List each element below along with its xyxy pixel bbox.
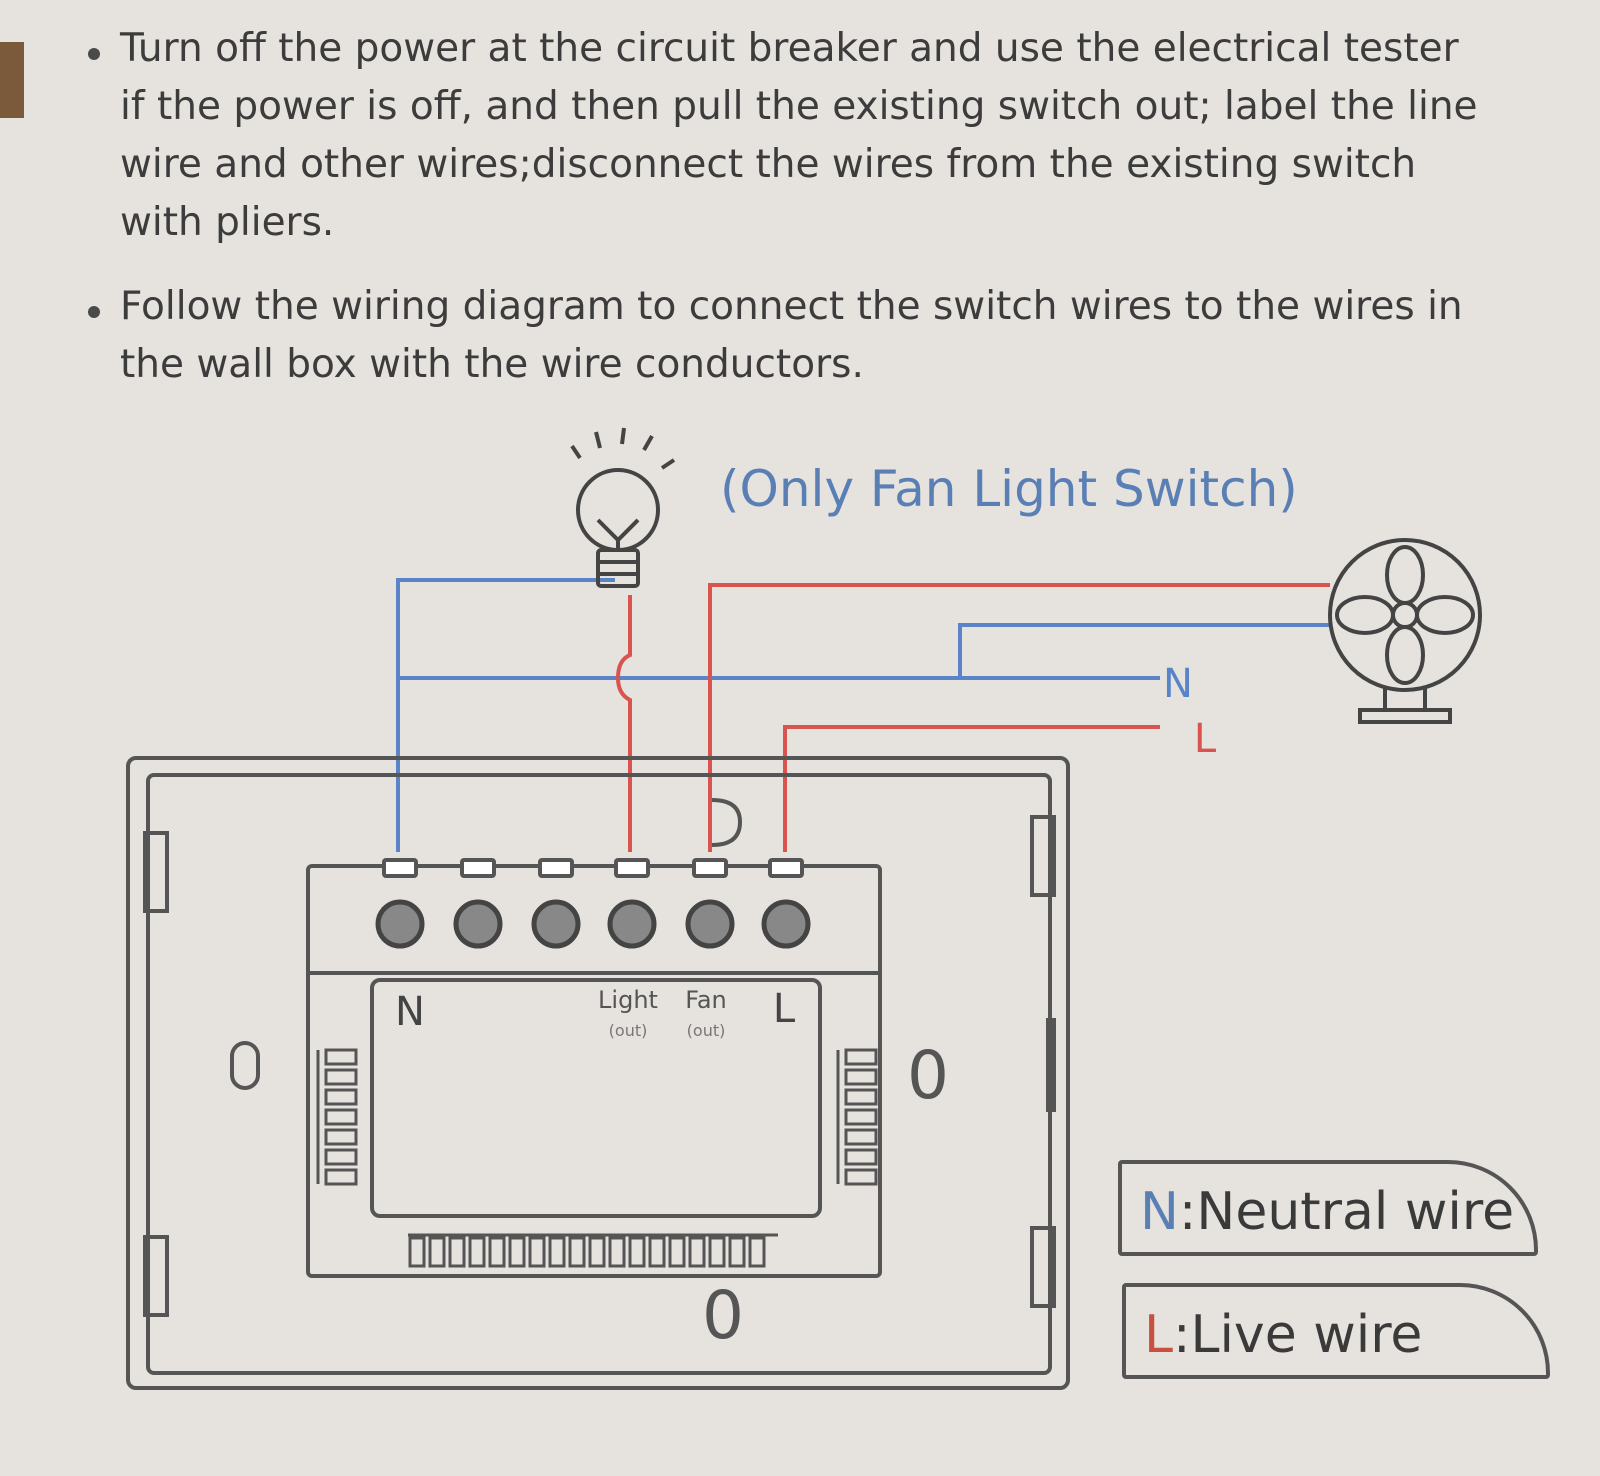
bullet-icon	[88, 306, 100, 318]
vent-slots-right	[836, 1048, 878, 1186]
legend-live-text: :Live wire	[1172, 1305, 1423, 1365]
terminal-screws	[375, 899, 811, 949]
neutral-wire-fan-branch	[958, 623, 1330, 678]
bulb-icon	[570, 427, 676, 588]
page-tab-marker	[0, 42, 24, 118]
diagram-subtitle: (Only Fan Light Switch)	[720, 460, 1298, 518]
neutral-wire-bulb	[396, 578, 615, 852]
line-label-n: N	[1163, 661, 1193, 707]
instruction-item: Turn off the power at the circuit breake…	[70, 20, 1490, 252]
wire-hook	[711, 798, 743, 847]
bullet-icon	[88, 48, 100, 60]
line-label-l: L	[1194, 716, 1217, 762]
instruction-text: Follow the wiring diagram to connect the…	[120, 284, 1463, 387]
terminal-label-l: L	[773, 986, 796, 1032]
legend-neutral: N:Neutral wire	[1118, 1160, 1538, 1256]
light-out-wire	[615, 595, 632, 852]
terminal-label-fan-sub: (out)	[687, 1021, 726, 1040]
screw-label: 0	[907, 1037, 949, 1114]
legend-neutral-abbr: N	[1140, 1182, 1179, 1242]
fan-icon	[1328, 538, 1482, 724]
vent-slots-bottom	[408, 1233, 778, 1268]
legend-neutral-text: :Neutral wire	[1178, 1182, 1515, 1242]
fan-out-wire	[708, 583, 1330, 852]
terminal-label-n: N	[395, 989, 425, 1035]
instruction-text: Turn off the power at the circuit breake…	[120, 26, 1478, 245]
terminal-label-light-sub: (out)	[609, 1021, 648, 1040]
switch-module	[306, 864, 882, 1278]
screw-label: 0	[702, 1277, 744, 1354]
terminal-label-light: Light	[598, 986, 658, 1014]
legend-live-abbr: L	[1144, 1305, 1173, 1365]
terminal-clips	[382, 858, 804, 878]
switch-plate	[126, 756, 1070, 1390]
instruction-list: Turn off the power at the circuit breake…	[70, 20, 1490, 420]
mount-hole-left	[230, 1041, 260, 1090]
vent-slots-left	[316, 1048, 358, 1186]
legend-live: L:Live wire	[1122, 1283, 1550, 1379]
instruction-item: Follow the wiring diagram to connect the…	[70, 278, 1490, 394]
live-wire	[783, 725, 1160, 852]
wires	[396, 578, 1330, 852]
terminal-label-fan: Fan	[685, 986, 727, 1014]
